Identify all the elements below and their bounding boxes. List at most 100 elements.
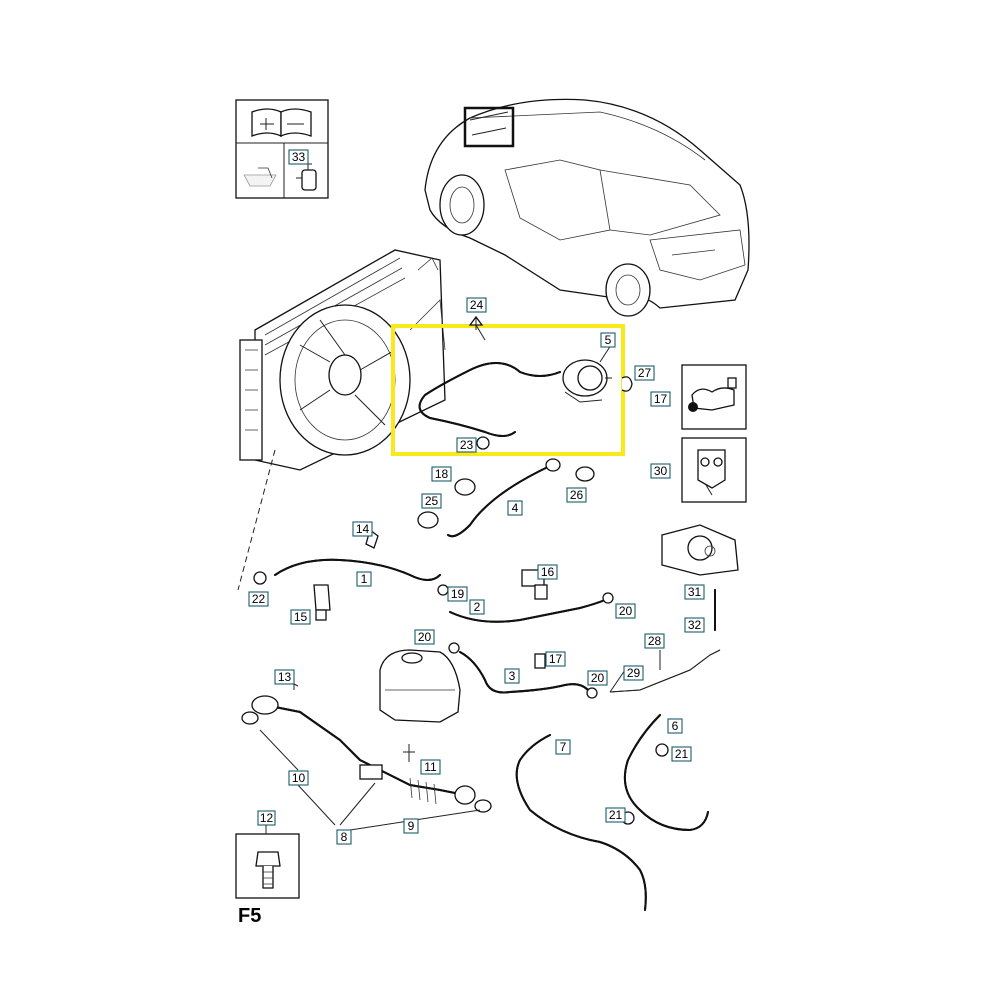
callout-c13: 13 — [274, 669, 295, 685]
callout-c17b: 17 — [545, 651, 566, 667]
clamp-18 — [454, 478, 476, 496]
hose-4 — [447, 458, 561, 538]
bolt-11 — [403, 744, 415, 762]
callout-c11: 11 — [420, 759, 441, 775]
callout-text: 28 — [648, 634, 662, 648]
hose-1 — [274, 558, 441, 581]
callout-text: 7 — [560, 740, 567, 754]
callout-c21a: 21 — [671, 746, 692, 762]
callout-text: 17 — [549, 652, 563, 666]
callout-c29: 29 — [623, 665, 644, 681]
legend-box-top: 33 — [235, 99, 329, 199]
hose-7 — [515, 734, 647, 911]
callout-text: 11 — [424, 760, 437, 774]
clamp-21-top — [655, 743, 669, 757]
radiator-fan-assembly — [239, 249, 446, 471]
legend-box-bottom — [235, 833, 300, 899]
callout-text: 17 — [654, 392, 668, 406]
callout-text: 20 — [619, 604, 633, 618]
callout-c26: 26 — [566, 487, 587, 503]
callout-text: 21 — [609, 808, 623, 822]
sensor-box-17 — [681, 364, 747, 430]
sensor-17-small — [534, 653, 546, 669]
clamp-19 — [437, 584, 449, 596]
callout-text: 14 — [356, 522, 370, 536]
callout-text: 25 — [425, 494, 439, 508]
callout-text: 16 — [541, 565, 555, 579]
callout-c10: 10 — [288, 770, 309, 786]
callout-legend-12: 12 — [257, 810, 276, 826]
callout-c31: 31 — [684, 584, 705, 600]
callout-text: 2 — [474, 600, 481, 614]
callout-text: 26 — [570, 488, 584, 502]
leader-line — [339, 782, 376, 826]
callout-c4: 4 — [507, 500, 523, 516]
callout-c9: 9 — [403, 818, 419, 834]
callout-c30: 30 — [650, 463, 671, 479]
callout-text: 18 — [435, 467, 449, 481]
clamp-25 — [417, 511, 439, 529]
bulb-icon — [296, 160, 317, 191]
callout-text: 6 — [672, 719, 679, 733]
callout-text: 23 — [460, 438, 474, 452]
callout-c16: 16 — [537, 564, 558, 580]
gasket-9 — [474, 799, 492, 813]
ground-icon — [243, 167, 277, 187]
callout-text: 32 — [688, 618, 702, 632]
throttle-body — [661, 524, 739, 631]
bracket-box-30 — [681, 437, 747, 503]
callout-c22: 22 — [248, 591, 269, 607]
hose-2 — [449, 599, 606, 623]
callout-c18: 18 — [431, 466, 452, 482]
callout-text: 21 — [675, 747, 689, 761]
callout-c32: 32 — [684, 617, 705, 633]
callout-text: 9 — [408, 819, 415, 833]
clamp-26 — [575, 466, 595, 482]
callout-text: 19 — [451, 587, 465, 601]
callout-legend-33: 33 — [288, 149, 309, 165]
clamp-20-mid — [586, 687, 598, 699]
expansion-tank — [379, 649, 461, 723]
callout-c14: 14 — [352, 521, 373, 537]
callout-c20c: 20 — [587, 670, 608, 686]
callout-text: 31 — [688, 585, 702, 599]
callout-text: 30 — [654, 464, 668, 478]
valve-15 — [313, 584, 331, 621]
callout-c20a: 20 — [615, 603, 636, 619]
callout-text: 4 — [512, 501, 519, 515]
callout-c19: 19 — [447, 586, 468, 602]
callout-text: 15 — [294, 610, 308, 624]
callout-c27: 27 — [634, 365, 655, 381]
callout-c24: 24 — [466, 297, 487, 313]
callout-text: 24 — [470, 298, 484, 312]
repair-manual-icon — [251, 108, 312, 138]
callout-c6: 6 — [667, 718, 683, 734]
callout-text: 22 — [252, 592, 266, 606]
callout-c20b: 20 — [414, 629, 435, 645]
callout-c8: 8 — [336, 829, 352, 845]
callout-c1: 1 — [356, 571, 372, 587]
egr-pipe — [251, 695, 476, 805]
callout-c17a: 17 — [650, 391, 671, 407]
callout-text: 20 — [418, 630, 432, 644]
car-illustration — [424, 98, 750, 317]
hose-3 — [459, 651, 589, 694]
clamp-20-top — [602, 592, 614, 604]
clip-27 — [621, 376, 633, 392]
hose-5 — [418, 359, 612, 450]
callout-c3: 3 — [504, 668, 520, 684]
figure-label: F5 — [238, 905, 261, 927]
callout-text: 33 — [292, 150, 306, 164]
leader-line — [297, 784, 336, 826]
callout-text: 8 — [341, 830, 348, 844]
callout-text: 13 — [278, 670, 292, 684]
callout-c28: 28 — [644, 633, 665, 649]
callout-c2: 2 — [469, 599, 485, 615]
callout-c21b: 21 — [605, 807, 626, 823]
clamp-22 — [253, 571, 267, 585]
callout-text: 27 — [638, 366, 652, 380]
callout-c5: 5 — [600, 332, 616, 348]
leader-line — [259, 729, 299, 771]
callout-c25: 25 — [421, 493, 442, 509]
